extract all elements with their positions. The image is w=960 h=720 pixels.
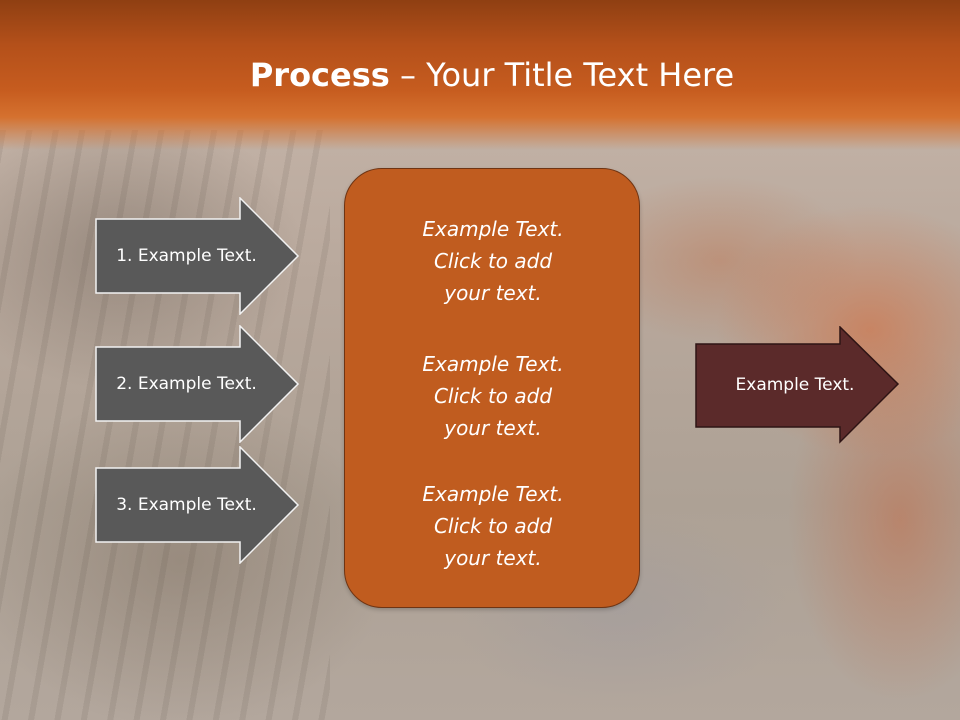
step-label: 1. Example Text.: [116, 246, 257, 266]
center-text-line: Click to add: [433, 514, 553, 538]
center-text-line: Click to add: [433, 384, 553, 408]
step-label: 3. Example Text.: [116, 495, 257, 515]
step-label: 2. Example Text.: [116, 374, 257, 394]
center-text-line: Example Text.: [422, 482, 564, 506]
arrow-right-shape: [95, 325, 300, 443]
center-text-line: your text.: [444, 281, 542, 305]
center-text-line: Example Text.: [422, 352, 564, 376]
center-text-line: your text.: [444, 416, 542, 440]
arrow-right-shape: [95, 446, 300, 564]
arrow-right-shape: [695, 326, 900, 444]
center-text-block-1[interactable]: Example Text. Click to add your text.: [345, 213, 641, 309]
step-arrow-1[interactable]: 1. Example Text.: [95, 197, 300, 315]
title-band: [0, 0, 960, 150]
center-text-line: Example Text.: [422, 217, 564, 241]
center-text-line: Click to add: [433, 249, 553, 273]
arrow-right-shape: [95, 197, 300, 315]
center-text-line: your text.: [444, 546, 542, 570]
result-label: Example Text.: [735, 375, 855, 395]
step-arrow-2[interactable]: 2. Example Text.: [95, 325, 300, 443]
title-rest-text: – Your Title Text Here: [389, 56, 735, 94]
center-text-block-2[interactable]: Example Text. Click to add your text.: [345, 348, 641, 444]
slide-title[interactable]: Process – Your Title Text Here: [0, 55, 960, 95]
step-arrow-3[interactable]: 3. Example Text.: [95, 446, 300, 564]
title-bold-text: Process: [249, 56, 390, 94]
center-text-block-3[interactable]: Example Text. Click to add your text.: [345, 478, 641, 574]
result-arrow[interactable]: Example Text.: [695, 326, 900, 444]
center-process-box[interactable]: Example Text. Click to add your text. Ex…: [344, 168, 640, 608]
